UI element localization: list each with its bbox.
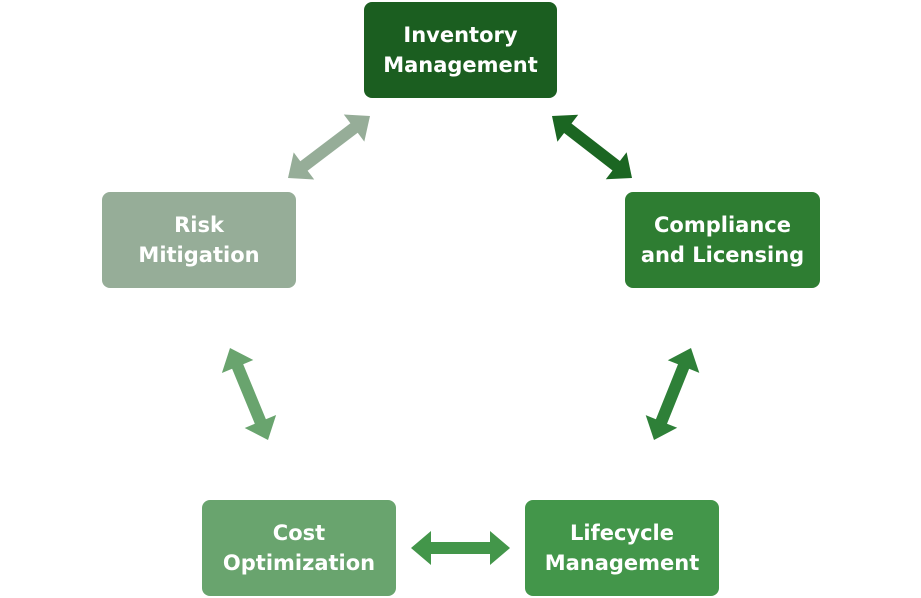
node-label-line: and Licensing bbox=[640, 243, 805, 267]
double-arrow-cost-risk bbox=[221, 348, 277, 440]
node-label-line: Cost bbox=[272, 521, 326, 545]
node-label-line: Management bbox=[544, 551, 700, 575]
double-arrow-lifecycle-cost bbox=[411, 531, 510, 565]
node-label-line: Management bbox=[383, 53, 538, 77]
double-arrow-risk-inventory bbox=[288, 114, 370, 180]
node-label-line: Inventory bbox=[403, 23, 518, 47]
node-label-line: Compliance bbox=[654, 213, 791, 237]
node-label-line: Optimization bbox=[222, 551, 376, 575]
node-label-line: Risk bbox=[174, 213, 224, 237]
node-label-line: Mitigation bbox=[138, 243, 260, 267]
double-arrow-inventory-compliance bbox=[552, 114, 632, 180]
double-arrow-compliance-lifecycle bbox=[645, 348, 700, 440]
node-compliance-and-licensing: Compliance and Licensing bbox=[625, 192, 820, 288]
node-label-line: Lifecycle bbox=[569, 521, 674, 545]
